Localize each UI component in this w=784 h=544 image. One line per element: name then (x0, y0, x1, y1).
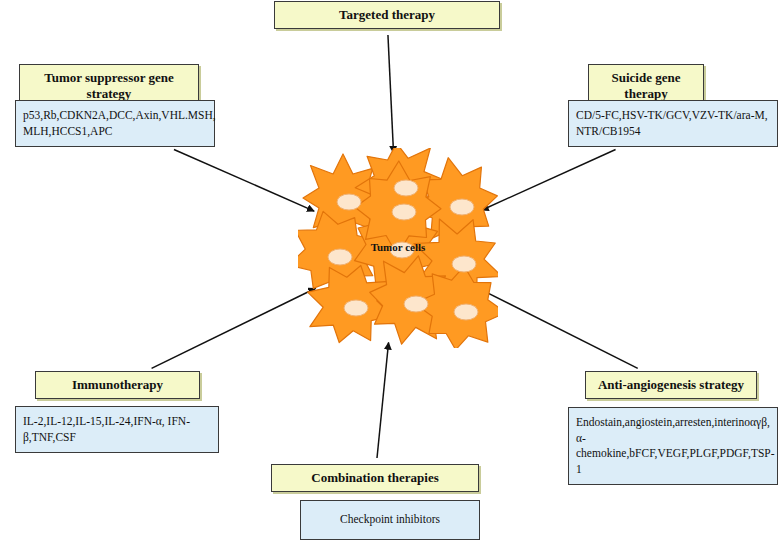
arrow-connector (481, 150, 615, 211)
list-box: Checkpoint inhibitors (300, 500, 480, 540)
cell-nucleus (404, 296, 428, 312)
arrow-connector (174, 149, 314, 211)
arrow-connector (377, 342, 389, 458)
arrow-connector (152, 288, 316, 368)
heading-box: Targeted therapy (274, 1, 500, 29)
cell-nucleus (344, 300, 368, 316)
list-text: IL-2,IL-12,IL-15,IL-24,IFN-α, IFN-β,TNF,… (23, 414, 211, 445)
cell-nucleus (394, 180, 418, 196)
list-text: CD/5-FC,HSV-TK/GCV,VZV-TK/ara-M, NTR/CB1… (576, 108, 770, 139)
cell-nucleus (450, 199, 474, 215)
cell-nucleus (454, 304, 478, 320)
list-box: Endostain,angiostein,arresten,interinoαγ… (568, 407, 778, 485)
heading-text: Tumor suppressor gene strategy (26, 70, 192, 102)
list-text: Checkpoint inhibitors (340, 512, 440, 528)
heading-box: Immunotherapy (35, 371, 200, 399)
heading-text: Immunotherapy (42, 377, 193, 393)
heading-box: Combination therapies (271, 464, 479, 492)
list-box: IL-2,IL-12,IL-15,IL-24,IFN-α, IFN-β,TNF,… (15, 406, 219, 453)
heading-box: Anti-angiogenesis strategy (585, 371, 757, 399)
heading-text: Anti-angiogenesis strategy (592, 377, 750, 393)
cell-nucleus (337, 194, 361, 210)
tumor-cell (308, 266, 393, 343)
arrow-connector (480, 289, 638, 368)
tumor-cluster: Tumor cells (298, 148, 498, 348)
heading-text: Combination therapies (278, 470, 472, 486)
list-text: p53,Rb,CDKN2A,DCC,Axin,VHL.MSH, MLH,HCCS… (23, 108, 207, 139)
cluster-label: Tumor cells (298, 241, 498, 253)
list-text: Endostain,angiostein,arresten,interinoαγ… (576, 415, 770, 477)
list-box: CD/5-FC,HSV-TK/GCV,VZV-TK/ara-M, NTR/CB1… (568, 100, 778, 147)
cell-nucleus (328, 249, 352, 265)
heading-text: Targeted therapy (281, 7, 493, 23)
heading-text: Suicide gene therapy (595, 70, 697, 102)
cell-nucleus (392, 204, 416, 220)
list-box: p53,Rb,CDKN2A,DCC,Axin,VHL.MSH, MLH,HCCS… (15, 100, 215, 147)
arrow-connector (388, 35, 394, 153)
cell-nucleus (452, 256, 476, 272)
